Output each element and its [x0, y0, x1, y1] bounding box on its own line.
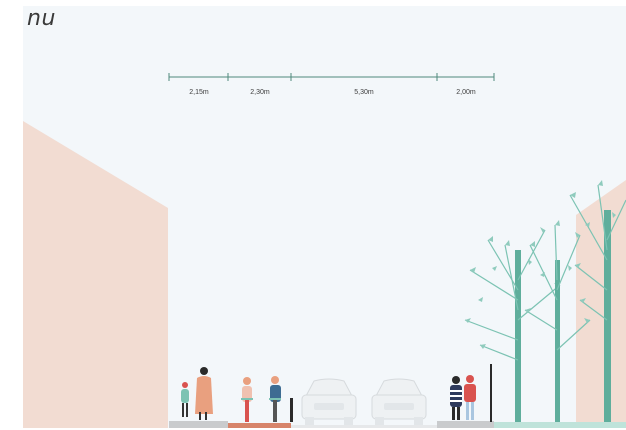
bollard-left: [290, 398, 293, 422]
street-pole: [490, 364, 492, 422]
car-left: [301, 378, 357, 425]
tree-middle: [524, 220, 591, 422]
car-right: [371, 378, 427, 425]
bike-lane: [228, 423, 291, 428]
dimension-label-roadway: 5,30m: [354, 89, 374, 96]
left-sidewalk: [169, 421, 228, 428]
roadway: [291, 425, 437, 428]
dimension-label-sidewalk-right: 2,00m: [456, 89, 476, 96]
tree-right: [569, 180, 626, 422]
pedestrian-couple: [450, 375, 476, 420]
right-building: [576, 180, 626, 428]
cyclist-left: [241, 377, 253, 422]
cyclist-right: [269, 376, 281, 422]
figure-title: nu: [27, 6, 56, 31]
pedestrian-adult: [195, 367, 213, 420]
dimension-line: [168, 73, 495, 81]
left-building: [23, 121, 168, 428]
pedestrian-child: [181, 382, 189, 417]
dimension-label-bike-lane: 2,30m: [250, 89, 270, 96]
green-strip: [494, 422, 626, 428]
tree-left: [464, 227, 561, 422]
dimension-label-sidewalk-left: 2,15m: [189, 89, 209, 96]
right-sidewalk: [437, 421, 494, 428]
